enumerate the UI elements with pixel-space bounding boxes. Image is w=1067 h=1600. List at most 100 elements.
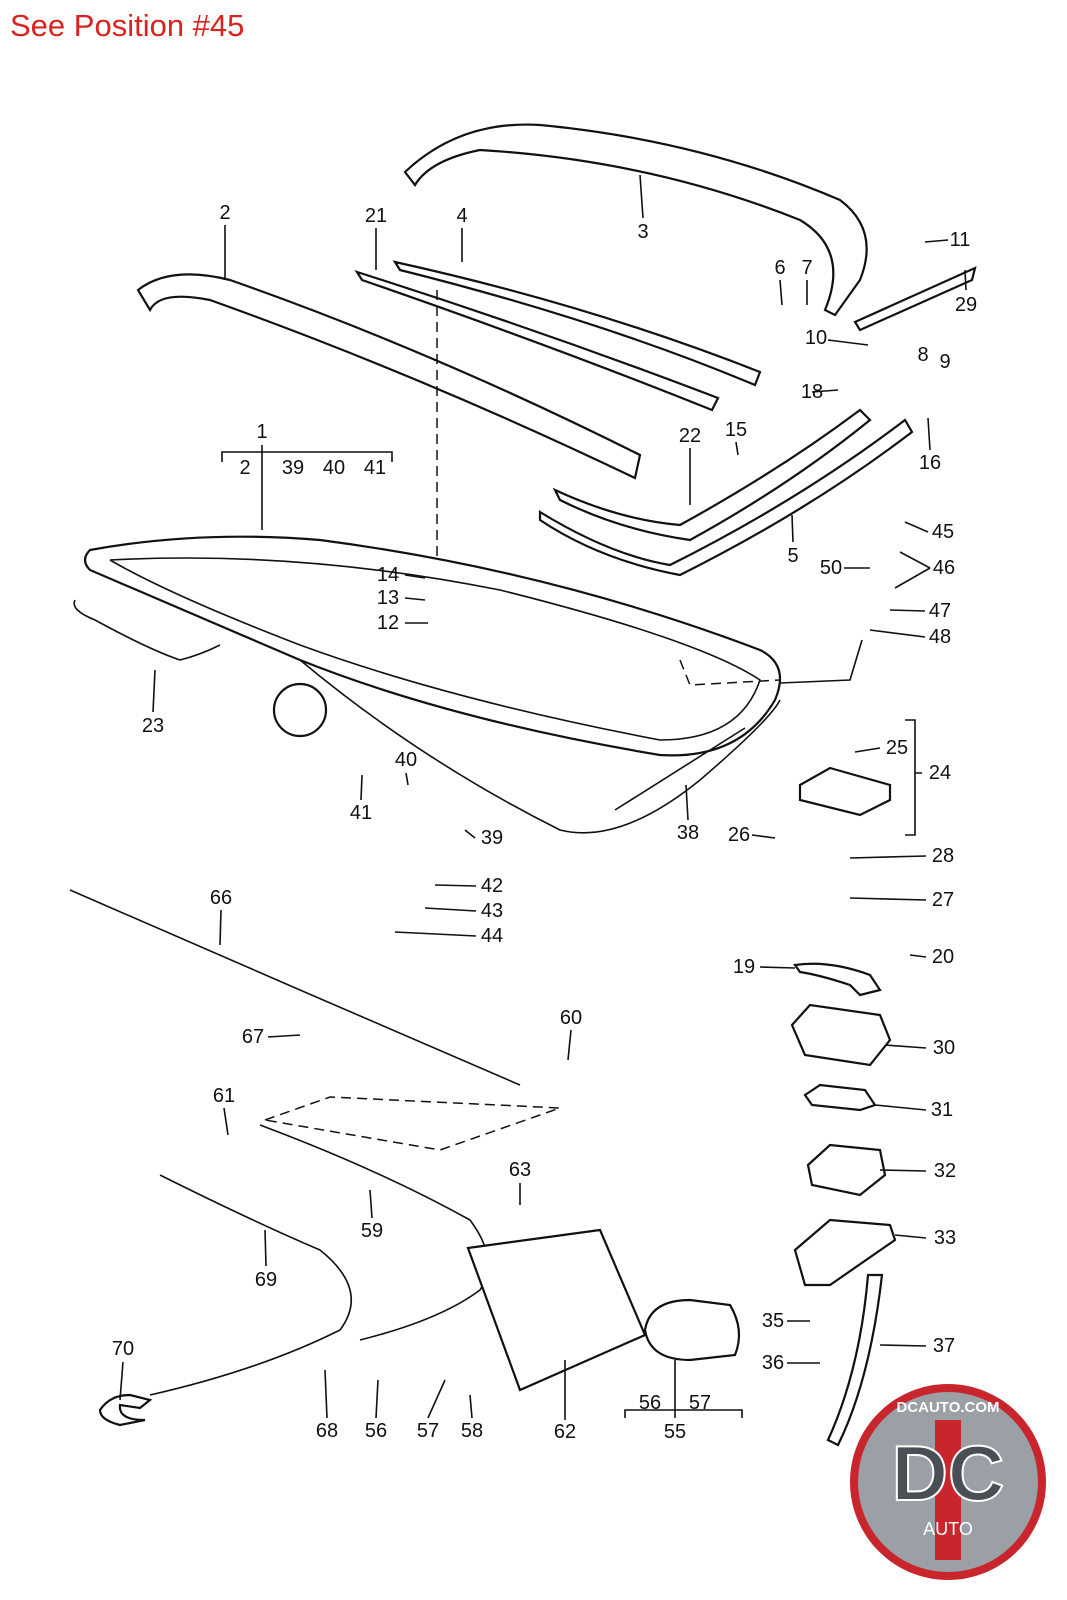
part-3-lid-shell: [403, 123, 868, 317]
part-1-lid-inner: [109, 557, 761, 741]
part-32-lock: [806, 1143, 887, 1197]
callout-label: 27: [932, 889, 954, 911]
callout-label: 31: [931, 1099, 953, 1121]
callout-label: 5: [787, 545, 798, 567]
part-37-hose: [826, 1273, 884, 1447]
callout-label: 25: [886, 737, 908, 759]
part-66-cable: [69, 889, 521, 1086]
callout-label: 46: [933, 557, 955, 579]
callout-label: 56: [639, 1392, 661, 1414]
callout-label: 20: [932, 946, 954, 968]
callout-label: 62: [554, 1421, 576, 1443]
part-2-seal: [136, 273, 642, 480]
callout-label: 70: [112, 1338, 134, 1360]
callout-label: 61: [213, 1085, 235, 1107]
callout-label: 57: [689, 1392, 711, 1414]
callout-label: 24: [929, 762, 951, 784]
callout-label: 12: [377, 612, 399, 634]
dashed-line: [679, 659, 781, 686]
callout-label: 38: [677, 822, 699, 844]
callout-label: 4: [456, 205, 467, 227]
part-30-pad: [790, 1003, 892, 1067]
callout-label: 33: [934, 1227, 956, 1249]
callout-label: 19: [733, 956, 755, 978]
part-24-lock: [798, 766, 892, 817]
callout-label: 58: [461, 1420, 483, 1442]
callout-label: 16: [919, 452, 941, 474]
callout-label: 69: [255, 1269, 277, 1291]
callout-label: 6: [774, 257, 785, 279]
part-70-handle: [98, 1393, 153, 1427]
callout-label: 55: [664, 1421, 686, 1443]
callout-label: 40: [323, 457, 345, 479]
callout-label: 8: [917, 344, 928, 366]
leader-line: [119, 174, 967, 1420]
callout-label: 67: [242, 1026, 264, 1048]
part-22-seal: [552, 408, 872, 542]
part-23-seal: [73, 599, 221, 661]
callout-label: 41: [350, 802, 372, 824]
callout-label: 15: [725, 419, 747, 441]
dcauto-logo: DCAUTO.COM DC AUTO: [850, 1384, 1046, 1580]
part-69-cable: [149, 1174, 353, 1396]
logo-text: DCAUTO.COM: [896, 1399, 999, 1416]
callout-label: 18: [801, 381, 823, 403]
callout-label: 39: [481, 827, 503, 849]
callout-label: 39: [282, 457, 304, 479]
logo-sub: AUTO: [923, 1519, 973, 1539]
callout-label: 68: [316, 1420, 338, 1442]
callout-label: 21: [365, 205, 387, 227]
callout-label: 2: [239, 457, 250, 479]
callout-label: 59: [361, 1220, 383, 1242]
callout-label: 11: [950, 229, 971, 251]
callout-label: 30: [933, 1037, 955, 1059]
part-4-strip: [392, 260, 762, 387]
callout-label: 2: [219, 202, 230, 224]
callout-label: 13: [377, 587, 399, 609]
part-29-bracket: [853, 266, 977, 332]
callout-label: 50: [820, 557, 842, 579]
callout-label: 10: [805, 327, 827, 349]
page-title: See Position #45: [10, 8, 245, 43]
callout-label: 44: [481, 925, 503, 947]
callout-label: 45: [932, 521, 954, 543]
part-21-seal: [354, 270, 720, 412]
callout-label: 47: [929, 600, 951, 622]
callout-label: 56: [365, 1420, 387, 1442]
part-31-clip: [803, 1083, 877, 1112]
line-art: [69, 123, 977, 1447]
callout-label: 35: [762, 1310, 784, 1332]
callout-label: 42: [481, 875, 503, 897]
callout-label: 36: [762, 1352, 784, 1374]
part-1-lid-frame: [83, 535, 782, 757]
part-33-base: [793, 1218, 897, 1287]
callout-label: 43: [481, 900, 503, 922]
part-59-cable: [259, 1124, 489, 1341]
callout-label: 40: [395, 749, 417, 771]
part-62-plate: [466, 1228, 647, 1392]
callout-label: 48: [929, 626, 951, 648]
callout-label: 9: [939, 351, 950, 373]
callout-label: 26: [728, 824, 750, 846]
callout-label: 1: [256, 421, 267, 443]
callout-label: 57: [417, 1420, 439, 1442]
callout-label: 14: [377, 564, 399, 586]
part-38-strut: [614, 727, 746, 811]
part-1-lid-lower: [299, 659, 781, 834]
part-emblem: [272, 682, 328, 738]
callout-label: 28: [932, 845, 954, 867]
callout-label: 22: [679, 425, 701, 447]
dashed-line: [262, 1096, 561, 1151]
part-5-frame: [538, 418, 914, 577]
callout-label: 66: [210, 887, 232, 909]
callout-label: 41: [364, 457, 386, 479]
part-19-bracket: [793, 962, 882, 997]
logo-mark: DC: [892, 1429, 1005, 1517]
callout-label: 32: [934, 1160, 956, 1182]
callout-label: 60: [560, 1007, 582, 1029]
callout-label: 7: [801, 257, 812, 279]
callout-label: 29: [955, 294, 977, 316]
callout-label: 63: [509, 1159, 531, 1181]
